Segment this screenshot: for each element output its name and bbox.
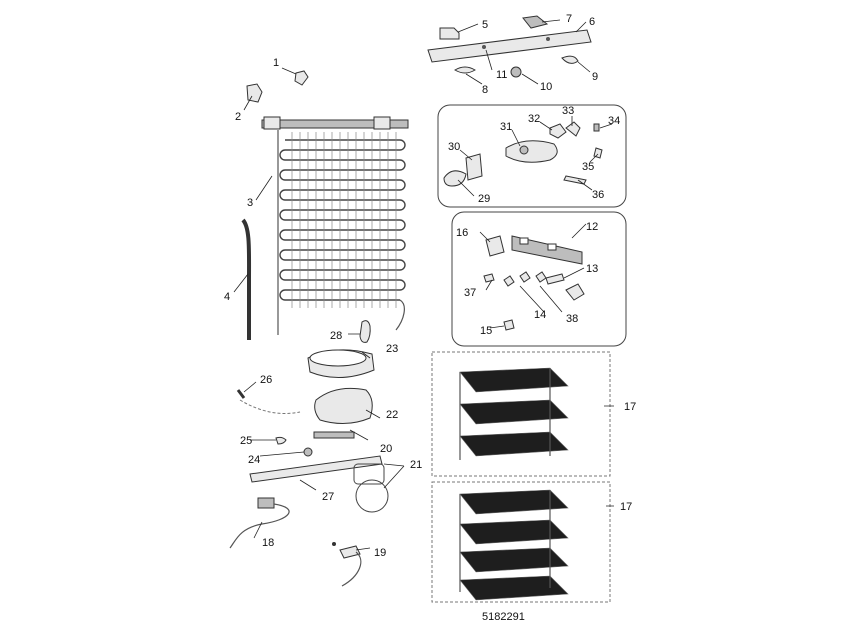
callout-16: 16 [456, 227, 468, 239]
clip-part [246, 83, 263, 103]
callout-29: 29 [478, 193, 490, 205]
callout-33: 33 [562, 105, 574, 117]
callout-24: 24 [248, 454, 260, 466]
callout-21: 21 [410, 459, 422, 471]
detail-box-a [437, 104, 627, 208]
leader-lines [233, 19, 614, 551]
callout-26: 26 [260, 374, 272, 386]
callout-4: 4 [224, 291, 230, 303]
detail-parts-b [483, 235, 585, 331]
callout-34: 34 [608, 115, 620, 127]
detail-box-b [451, 211, 627, 347]
power-cord [229, 497, 290, 549]
callout-8: 8 [482, 84, 488, 96]
callout-35: 35 [582, 161, 594, 173]
compressor-group [236, 320, 389, 513]
callout-10: 10 [540, 81, 552, 93]
callout-6: 6 [589, 16, 595, 28]
callout-22: 22 [386, 409, 398, 421]
detail-parts-a [443, 121, 603, 187]
callout-23: 23 [386, 343, 398, 355]
callout-12: 12 [586, 221, 598, 233]
callout-30: 30 [448, 141, 460, 153]
pipe-part [241, 218, 252, 340]
callout-15: 15 [480, 325, 492, 337]
callout-2: 2 [235, 111, 241, 123]
callout-1: 1 [273, 57, 279, 69]
callout-3: 3 [247, 197, 253, 209]
callout-17-lower: 17 [620, 501, 632, 513]
callout-11: 11 [496, 69, 507, 81]
thermostat [332, 542, 362, 587]
callout-9: 9 [592, 71, 598, 83]
callout-13: 13 [586, 263, 598, 275]
callout-36: 36 [592, 189, 604, 201]
callout-14: 14 [534, 309, 546, 321]
callout-20: 20 [380, 443, 392, 455]
callout-7: 7 [566, 13, 572, 25]
drawing-code: 5182291 [482, 611, 525, 623]
callout-27: 27 [322, 491, 334, 503]
shelf-group-lower [431, 481, 611, 603]
top-bracket-assembly [427, 15, 592, 78]
callout-32: 32 [528, 113, 540, 125]
clip-part [294, 70, 309, 86]
callout-38: 38 [566, 313, 578, 325]
condenser-coil [261, 116, 409, 335]
callout-17-upper: 17 [624, 401, 636, 413]
callout-5: 5 [482, 19, 488, 31]
callout-19: 19 [374, 547, 386, 559]
callout-37: 37 [464, 287, 476, 299]
callout-31: 31 [500, 121, 512, 133]
callout-28: 28 [330, 330, 342, 342]
shelf-group-upper [431, 351, 611, 477]
callout-25: 25 [240, 435, 252, 447]
callout-18: 18 [262, 537, 274, 549]
